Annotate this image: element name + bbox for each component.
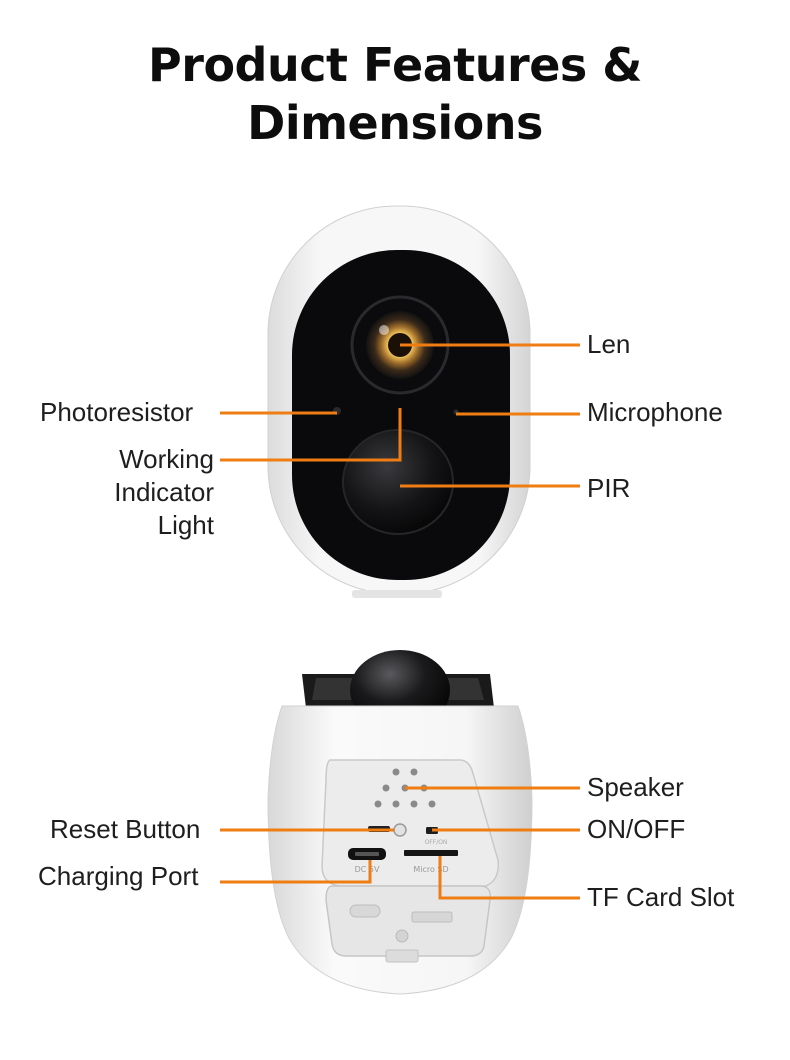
rubber-flap xyxy=(325,885,492,957)
callout-lines xyxy=(220,343,580,900)
working-light-callout-line xyxy=(220,408,402,462)
label-working-line-3: Light xyxy=(157,510,214,540)
tf-card-slot-icon xyxy=(404,850,458,856)
back-camera: DC 5V Micro SD OFF/ON xyxy=(267,650,533,995)
pir-sensor-icon xyxy=(342,429,454,535)
speaker-grille-icon xyxy=(374,768,436,808)
label-tf-card-slot: TF Card Slot xyxy=(587,882,735,912)
on-off-small-text: OFF/ON xyxy=(425,839,448,846)
label-working-line-2: Indicator xyxy=(114,477,214,507)
label-working-indicator-light: Working Indicator Light xyxy=(60,443,214,542)
label-working-line-1: Working xyxy=(119,444,214,474)
label-len: Len xyxy=(587,329,631,359)
label-microphone: Microphone xyxy=(587,397,723,427)
charging-port-callout-line xyxy=(220,860,372,884)
reset-button-icon xyxy=(393,823,407,837)
label-reset-button: Reset Button xyxy=(50,814,201,844)
page-title-line-2: Dimensions xyxy=(247,96,543,150)
dc5v-text: DC 5V xyxy=(355,865,380,874)
front-camera xyxy=(267,205,531,598)
label-speaker: Speaker xyxy=(587,772,684,802)
label-on-off: ON/OFF xyxy=(587,814,686,844)
page-title-line-1: Product Features & xyxy=(148,38,642,92)
label-photoresistor: Photoresistor xyxy=(40,397,194,427)
micro-sd-text: Micro SD xyxy=(413,865,448,874)
page-title: Product Features & Dimensions xyxy=(0,36,790,152)
label-charging-port: Charging Port xyxy=(38,861,199,891)
label-pir: PIR xyxy=(587,473,631,503)
tf-card-callout-line xyxy=(438,856,580,900)
